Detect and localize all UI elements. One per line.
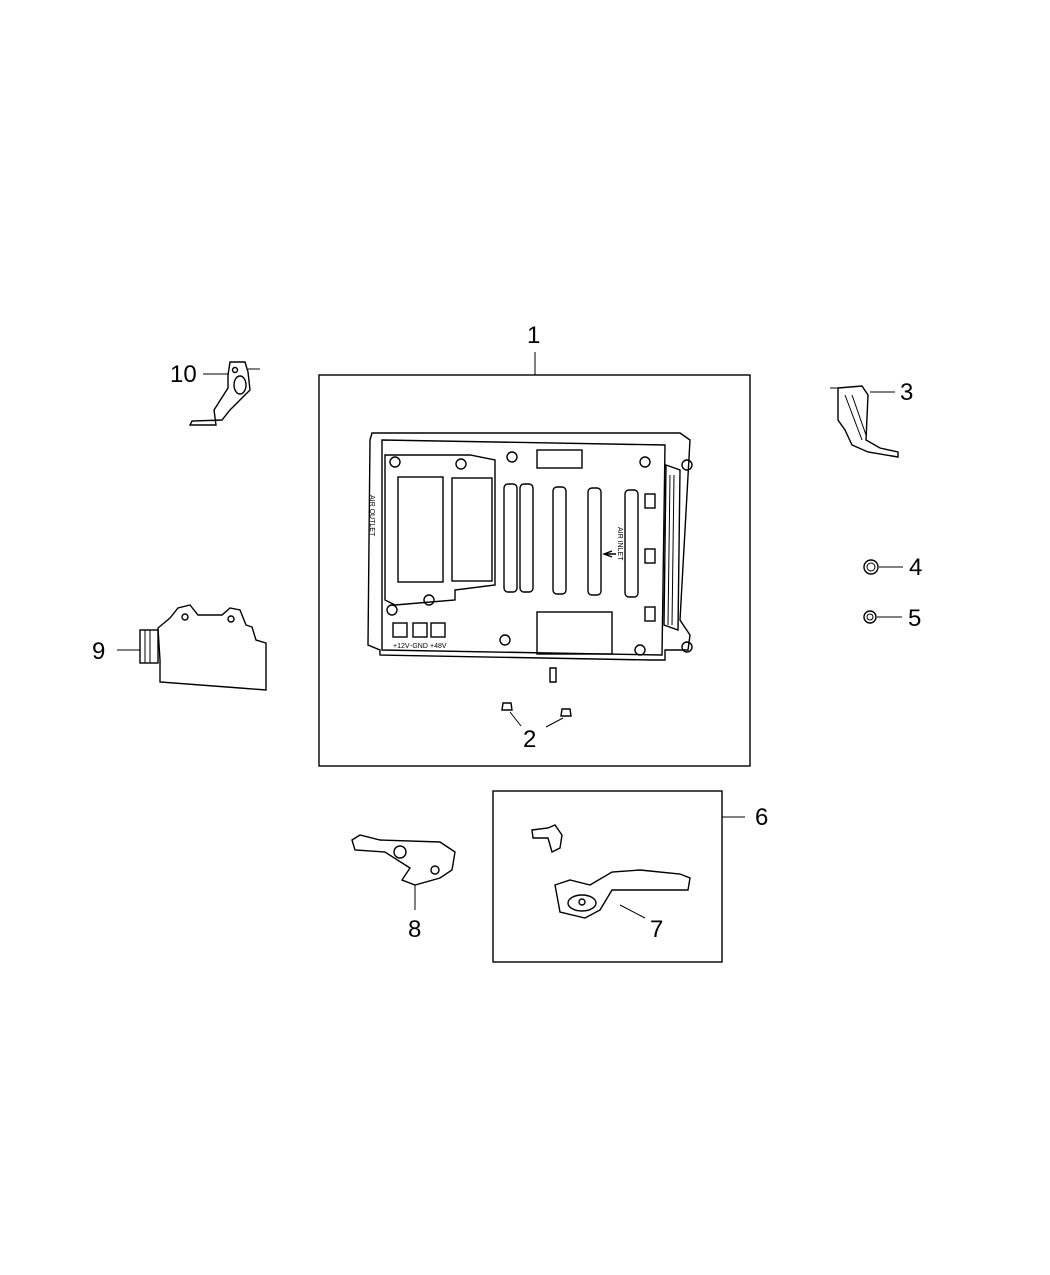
callout-4[interactable]: 4 xyxy=(909,554,922,581)
callout-3[interactable]: 3 xyxy=(900,379,913,406)
cover-9 xyxy=(139,604,267,691)
terminal-label-48v: +48V xyxy=(430,643,447,650)
bracket-kit-frame xyxy=(492,790,723,963)
grommet-4 xyxy=(863,559,879,575)
bracket-3 xyxy=(830,385,899,458)
terminal-label-gnd: -GND xyxy=(410,643,428,650)
callout-6[interactable]: 6 xyxy=(755,804,768,831)
callout-7[interactable]: 7 xyxy=(650,916,663,943)
callout-8[interactable]: 8 xyxy=(408,916,421,943)
bracket-8 xyxy=(351,834,456,886)
air-outlet-label: AIR OUTLET xyxy=(368,495,375,537)
bracket-10 xyxy=(188,361,260,426)
callout-1[interactable]: 1 xyxy=(527,322,540,349)
air-inlet-label: AIR INLET xyxy=(616,527,623,561)
terminal-label-12v: +12V xyxy=(393,643,410,650)
nut-parts xyxy=(501,702,572,728)
bracket-7 xyxy=(531,824,691,919)
callout-10[interactable]: 10 xyxy=(170,361,197,388)
module-drawing: +12V -GND +48V AIR OUTLET AIR INLET xyxy=(367,432,693,683)
callout-9[interactable]: 9 xyxy=(92,638,105,665)
grommet-5 xyxy=(863,610,877,624)
callout-5[interactable]: 5 xyxy=(908,605,921,632)
callout-2[interactable]: 2 xyxy=(523,726,536,753)
